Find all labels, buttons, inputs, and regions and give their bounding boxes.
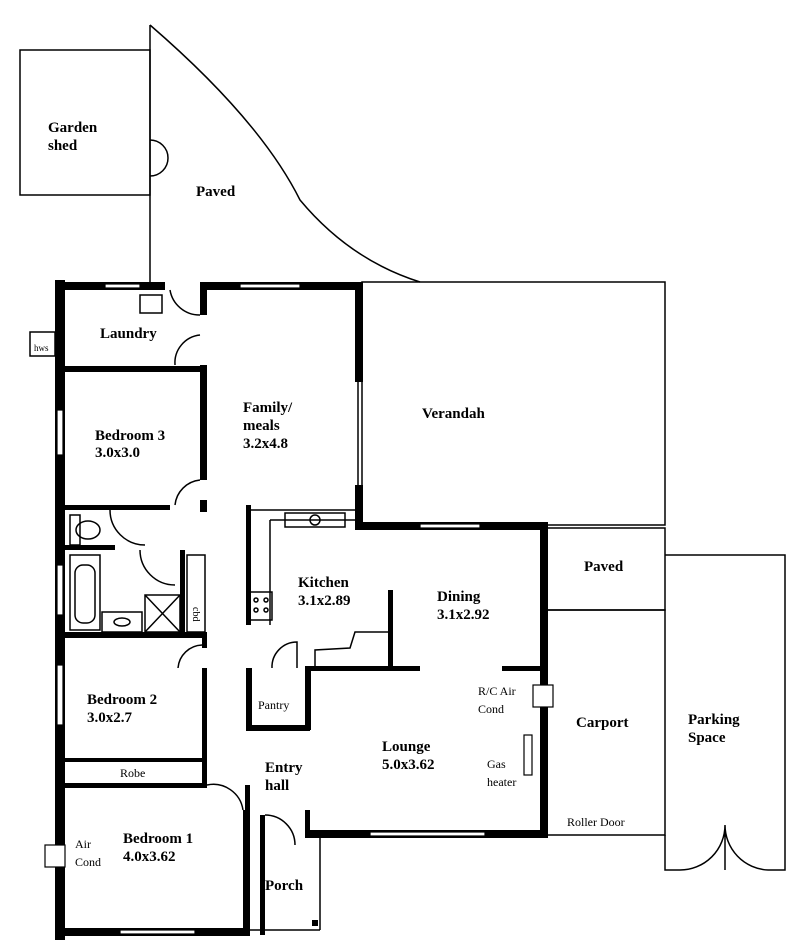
pantry-label: Pantry bbox=[258, 698, 289, 712]
porch-label: Porch bbox=[265, 878, 304, 894]
laundry-label: Laundry bbox=[100, 326, 157, 342]
verandah-label: Verandah bbox=[422, 406, 485, 422]
verandah-outline bbox=[361, 281, 666, 526]
cbd-label: cbd bbox=[190, 607, 201, 621]
hws-label: hws bbox=[34, 343, 49, 353]
roller-door-label: Roller Door bbox=[567, 815, 625, 829]
robe-label: Robe bbox=[120, 766, 145, 780]
windows bbox=[44, 283, 554, 935]
paved-curve bbox=[149, 24, 421, 283]
doors-fixtures bbox=[69, 289, 388, 846]
parking-outline bbox=[664, 554, 786, 871]
paved-top-label: Paved bbox=[196, 184, 236, 200]
shed-door-arc bbox=[149, 139, 169, 177]
carport-label: Carport bbox=[576, 715, 629, 731]
parking-gate bbox=[679, 824, 769, 871]
paved-right-label: Paved bbox=[584, 559, 624, 575]
